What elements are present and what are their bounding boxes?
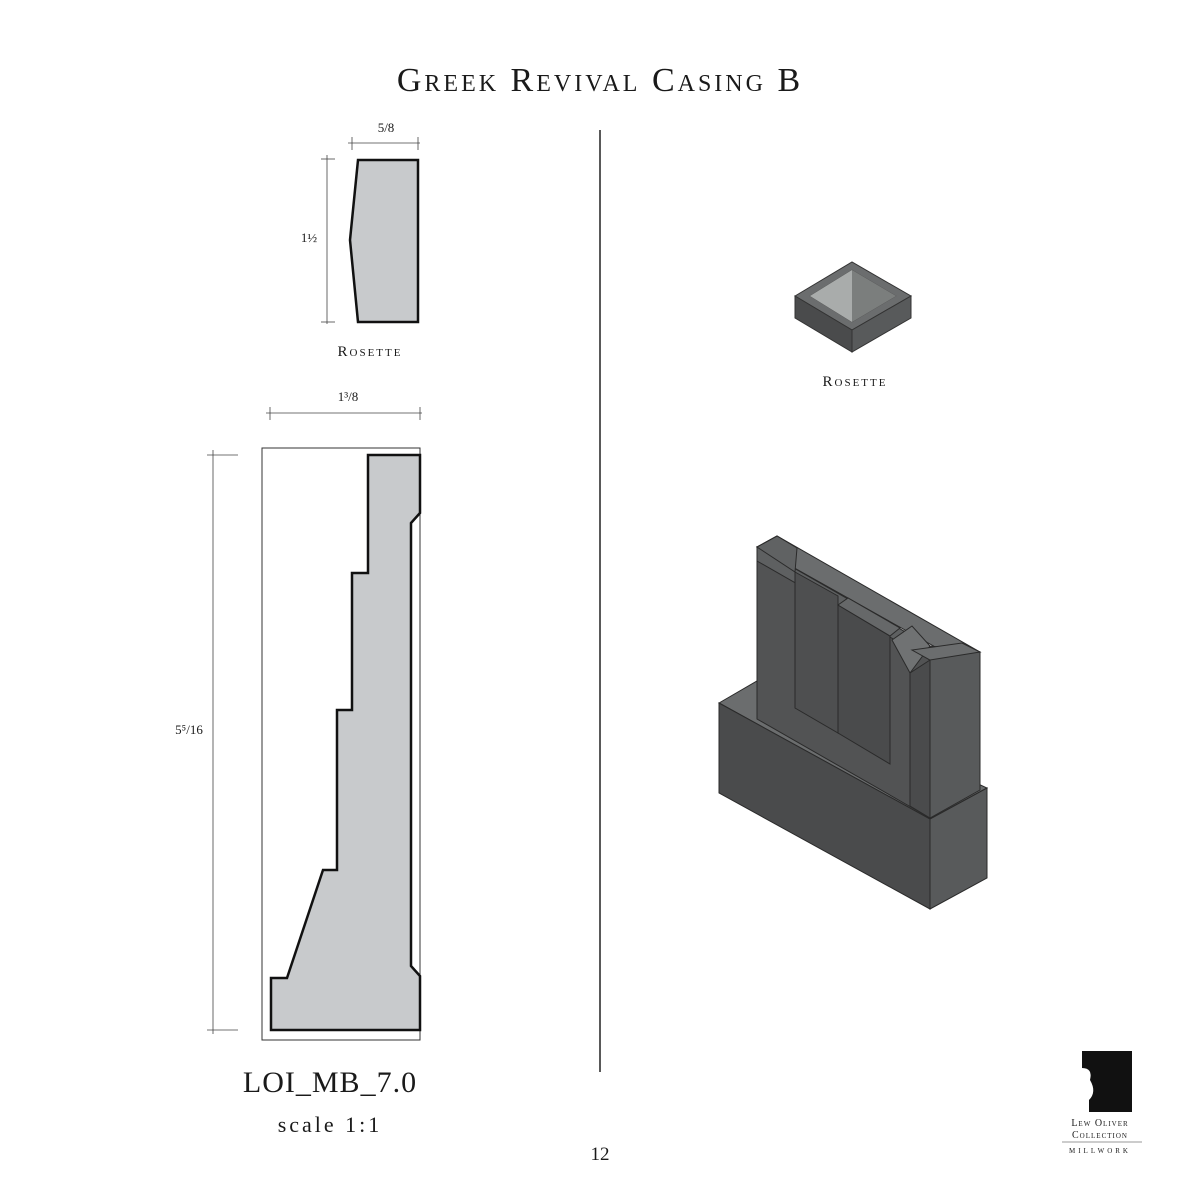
logo-line1: Lew Oliver (1071, 1118, 1129, 1129)
scale-label: scale 1:1 (277, 1112, 383, 1137)
page-title: Greek Revival Casing B (396, 62, 804, 99)
rosette-iso-drawing (794, 261, 913, 353)
rosette-profile-drawing (321, 137, 420, 324)
casing-profile-drawing (207, 407, 422, 1041)
logo-line2: Collection (1072, 1130, 1128, 1141)
casing-iso-drawing (717, 535, 989, 910)
casing-height-label: 5⁵/16 (175, 722, 203, 737)
page-number: 12 (590, 1144, 610, 1165)
model-number: LOI_MB_7.0 (242, 1066, 418, 1099)
rosette-height-label: 1½ (300, 230, 318, 245)
rosette-width-label: 5/8 (377, 120, 395, 135)
rosette-iso-caption: Rosette (822, 374, 888, 390)
casing-width-label: 1³/8 (337, 389, 359, 404)
rosette-profile-caption: Rosette (337, 344, 403, 360)
logo-mark (1062, 1051, 1142, 1143)
logo-line3: MILLWORK (1069, 1147, 1131, 1155)
